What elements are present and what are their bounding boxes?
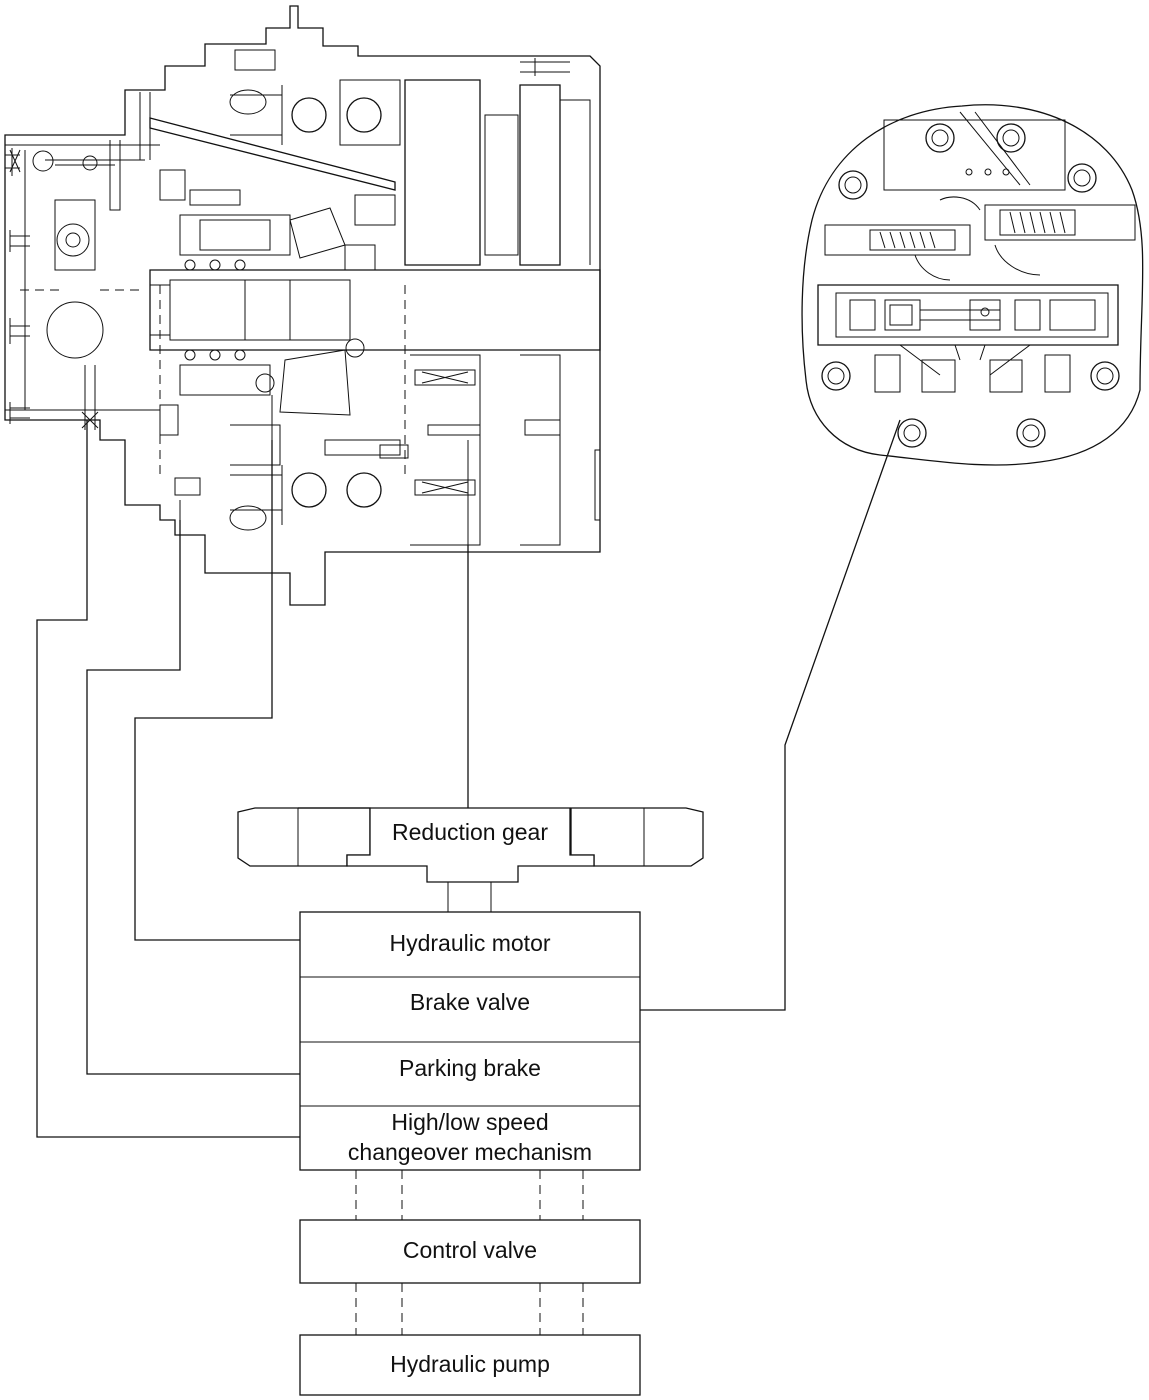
hydraulic-motor-label: Hydraulic motor [389,930,550,956]
speed-changeover-label-line2: changeover mechanism [348,1139,592,1165]
connector-parking-brake [86,520,300,1075]
hydraulic-pump-label: Hydraulic pump [390,1351,550,1377]
control-valve-label: Control valve [403,1237,537,1263]
reduction-gear-label: Reduction gear [392,819,548,845]
brake-valve-cross-section [801,104,1144,466]
hydraulic-pump-block: Hydraulic pump [299,1334,641,1396]
speed-changeover-label-line1: High/low speed [391,1109,548,1135]
parking-brake-label: Parking brake [399,1055,541,1081]
control-valve-block: Control valve [299,1219,641,1284]
connector-speed-changeover [36,420,300,1138]
motor-assembly-frame [299,911,641,1171]
reduction-gear-block: Reduction gear [237,807,704,912]
travel-motor-cross-section [4,5,601,606]
brake-valve-label: Brake valve [410,989,530,1015]
connector-hydraulic-motor [134,440,300,941]
connector-lines [36,419,901,1138]
dashed-lines-upper [355,1170,584,1220]
dashed-lines-lower [355,1283,584,1335]
motor-assembly-stack: Hydraulic motor Brake valve Parking brak… [299,911,641,1171]
connector-brake-valve [640,419,901,1011]
